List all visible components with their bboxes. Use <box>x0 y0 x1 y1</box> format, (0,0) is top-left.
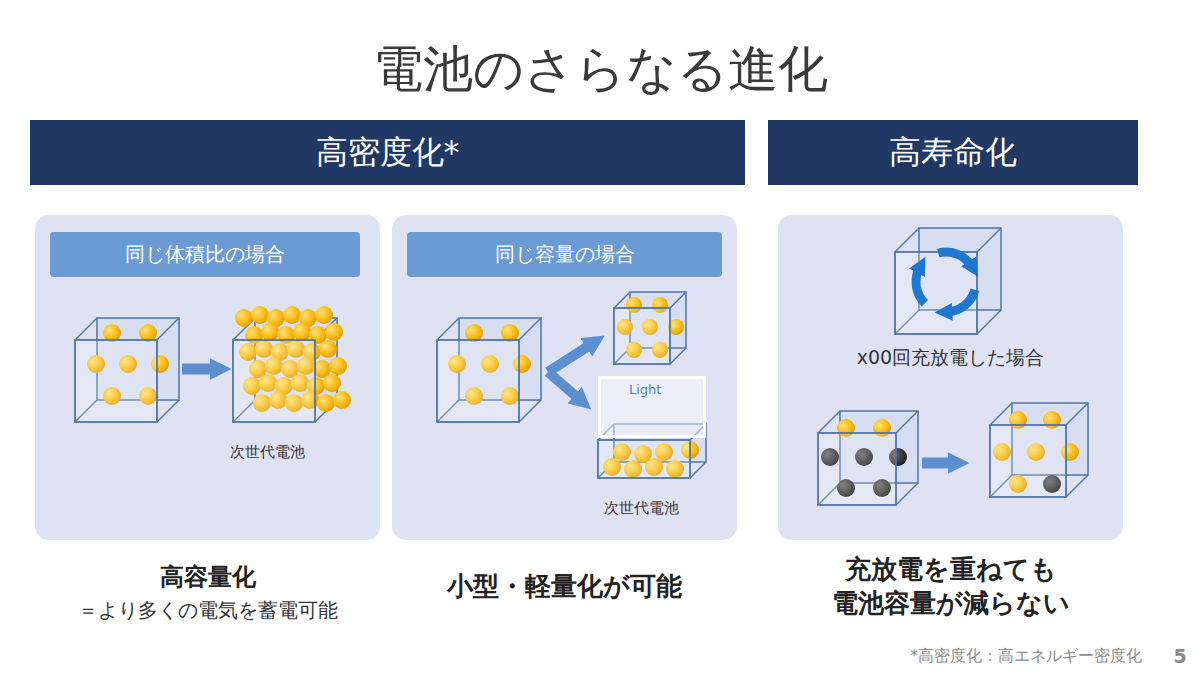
panel-ground <box>778 215 1123 540</box>
benefit-heading: 充放電を重ねても 電池容量が減らない <box>778 553 1123 621</box>
cube-edge <box>519 318 541 340</box>
section-band: 高密度化* <box>30 120 745 185</box>
battery-cube <box>990 403 1088 497</box>
box-title: 高寿命化 <box>889 131 1017 175</box>
energy-particle <box>315 306 333 324</box>
cube-front <box>990 425 1066 497</box>
benefit-heading: 高容量化 <box>35 562 380 593</box>
cube-front <box>614 308 670 364</box>
cube-front <box>75 340 157 422</box>
flow-arrow <box>922 458 952 469</box>
cube-edge <box>670 348 686 364</box>
energy-particle <box>325 323 343 341</box>
energy-particle <box>235 309 253 327</box>
energy-particle <box>283 306 301 324</box>
flow-arrow <box>548 345 590 372</box>
cube-edge <box>1066 475 1088 497</box>
page-number: 5 <box>1165 644 1195 669</box>
cube-edge <box>977 228 1001 252</box>
energy-particle <box>251 306 269 324</box>
panel-ground <box>392 215 737 540</box>
node-text: Light <box>629 382 661 397</box>
energy-particle <box>329 357 347 375</box>
cube-edge <box>437 318 459 340</box>
cube-edge <box>896 483 918 505</box>
cube-front <box>895 252 977 334</box>
energy-particle <box>293 323 311 341</box>
benefit-note: ＝より多くの電気を蓄電可能 <box>35 597 380 623</box>
energy-particle <box>317 394 335 412</box>
battery-cube <box>233 306 351 422</box>
energy-particle <box>333 391 351 409</box>
cube-edge <box>977 310 1001 334</box>
cycle-arrow <box>916 268 925 303</box>
benefit-heading: 小型・軽量化が可能 <box>392 570 737 604</box>
panel-ground <box>35 215 380 540</box>
cube-front <box>598 440 690 478</box>
battery-cube <box>895 228 1001 334</box>
node-text: 次世代電池 <box>230 443 305 462</box>
footnote: *高密度化：高エネルギー密度化 <box>700 646 1142 667</box>
battery-cube <box>437 318 541 422</box>
cycle-arrow <box>947 290 975 312</box>
page-title: 電池のさらなる進化 <box>0 42 1200 97</box>
cube-edge <box>690 462 706 478</box>
case-header: 同じ容量の場合 <box>407 232 722 277</box>
example-panel: 次世代電池 同じ体積比の場合 <box>35 215 380 540</box>
cube-edge <box>519 400 541 422</box>
node-text: 次世代電池 <box>604 499 679 518</box>
battery-cube <box>818 411 918 505</box>
cube-edge <box>75 318 97 340</box>
cube-edge <box>1066 403 1088 425</box>
energy-particle <box>261 323 279 341</box>
box-title: 同じ体積比の場合 <box>125 241 285 268</box>
box-title: 同じ容量の場合 <box>495 241 635 268</box>
case-header: 同じ体積比の場合 <box>50 232 360 277</box>
example-panel: x00回充放電した場合 <box>778 215 1123 540</box>
cube-front <box>818 433 896 505</box>
flow-arrow <box>548 372 578 398</box>
battery-cube <box>75 318 179 422</box>
cube-front <box>437 340 519 422</box>
cube-edge <box>157 318 179 340</box>
light-box: Light <box>598 376 706 438</box>
energy-particle <box>323 374 341 392</box>
cube-edge <box>990 403 1012 425</box>
cube-edge <box>157 400 179 422</box>
cube-edge <box>670 292 686 308</box>
example-panel: 次世代電池 同じ容量の場合 Light <box>392 215 737 540</box>
section-band: 高寿命化 <box>768 120 1138 185</box>
cycle-arrow <box>938 252 971 266</box>
cube-edge <box>895 228 919 252</box>
box-title: 高密度化* <box>316 131 460 175</box>
battery-cube <box>614 292 686 364</box>
node-text: x00回充放電した場合 <box>778 345 1123 371</box>
flow-arrow <box>182 364 214 375</box>
cube-edge <box>818 411 840 433</box>
cube-edge <box>896 411 918 433</box>
cube-front <box>233 340 315 422</box>
energy-particle <box>319 340 337 358</box>
